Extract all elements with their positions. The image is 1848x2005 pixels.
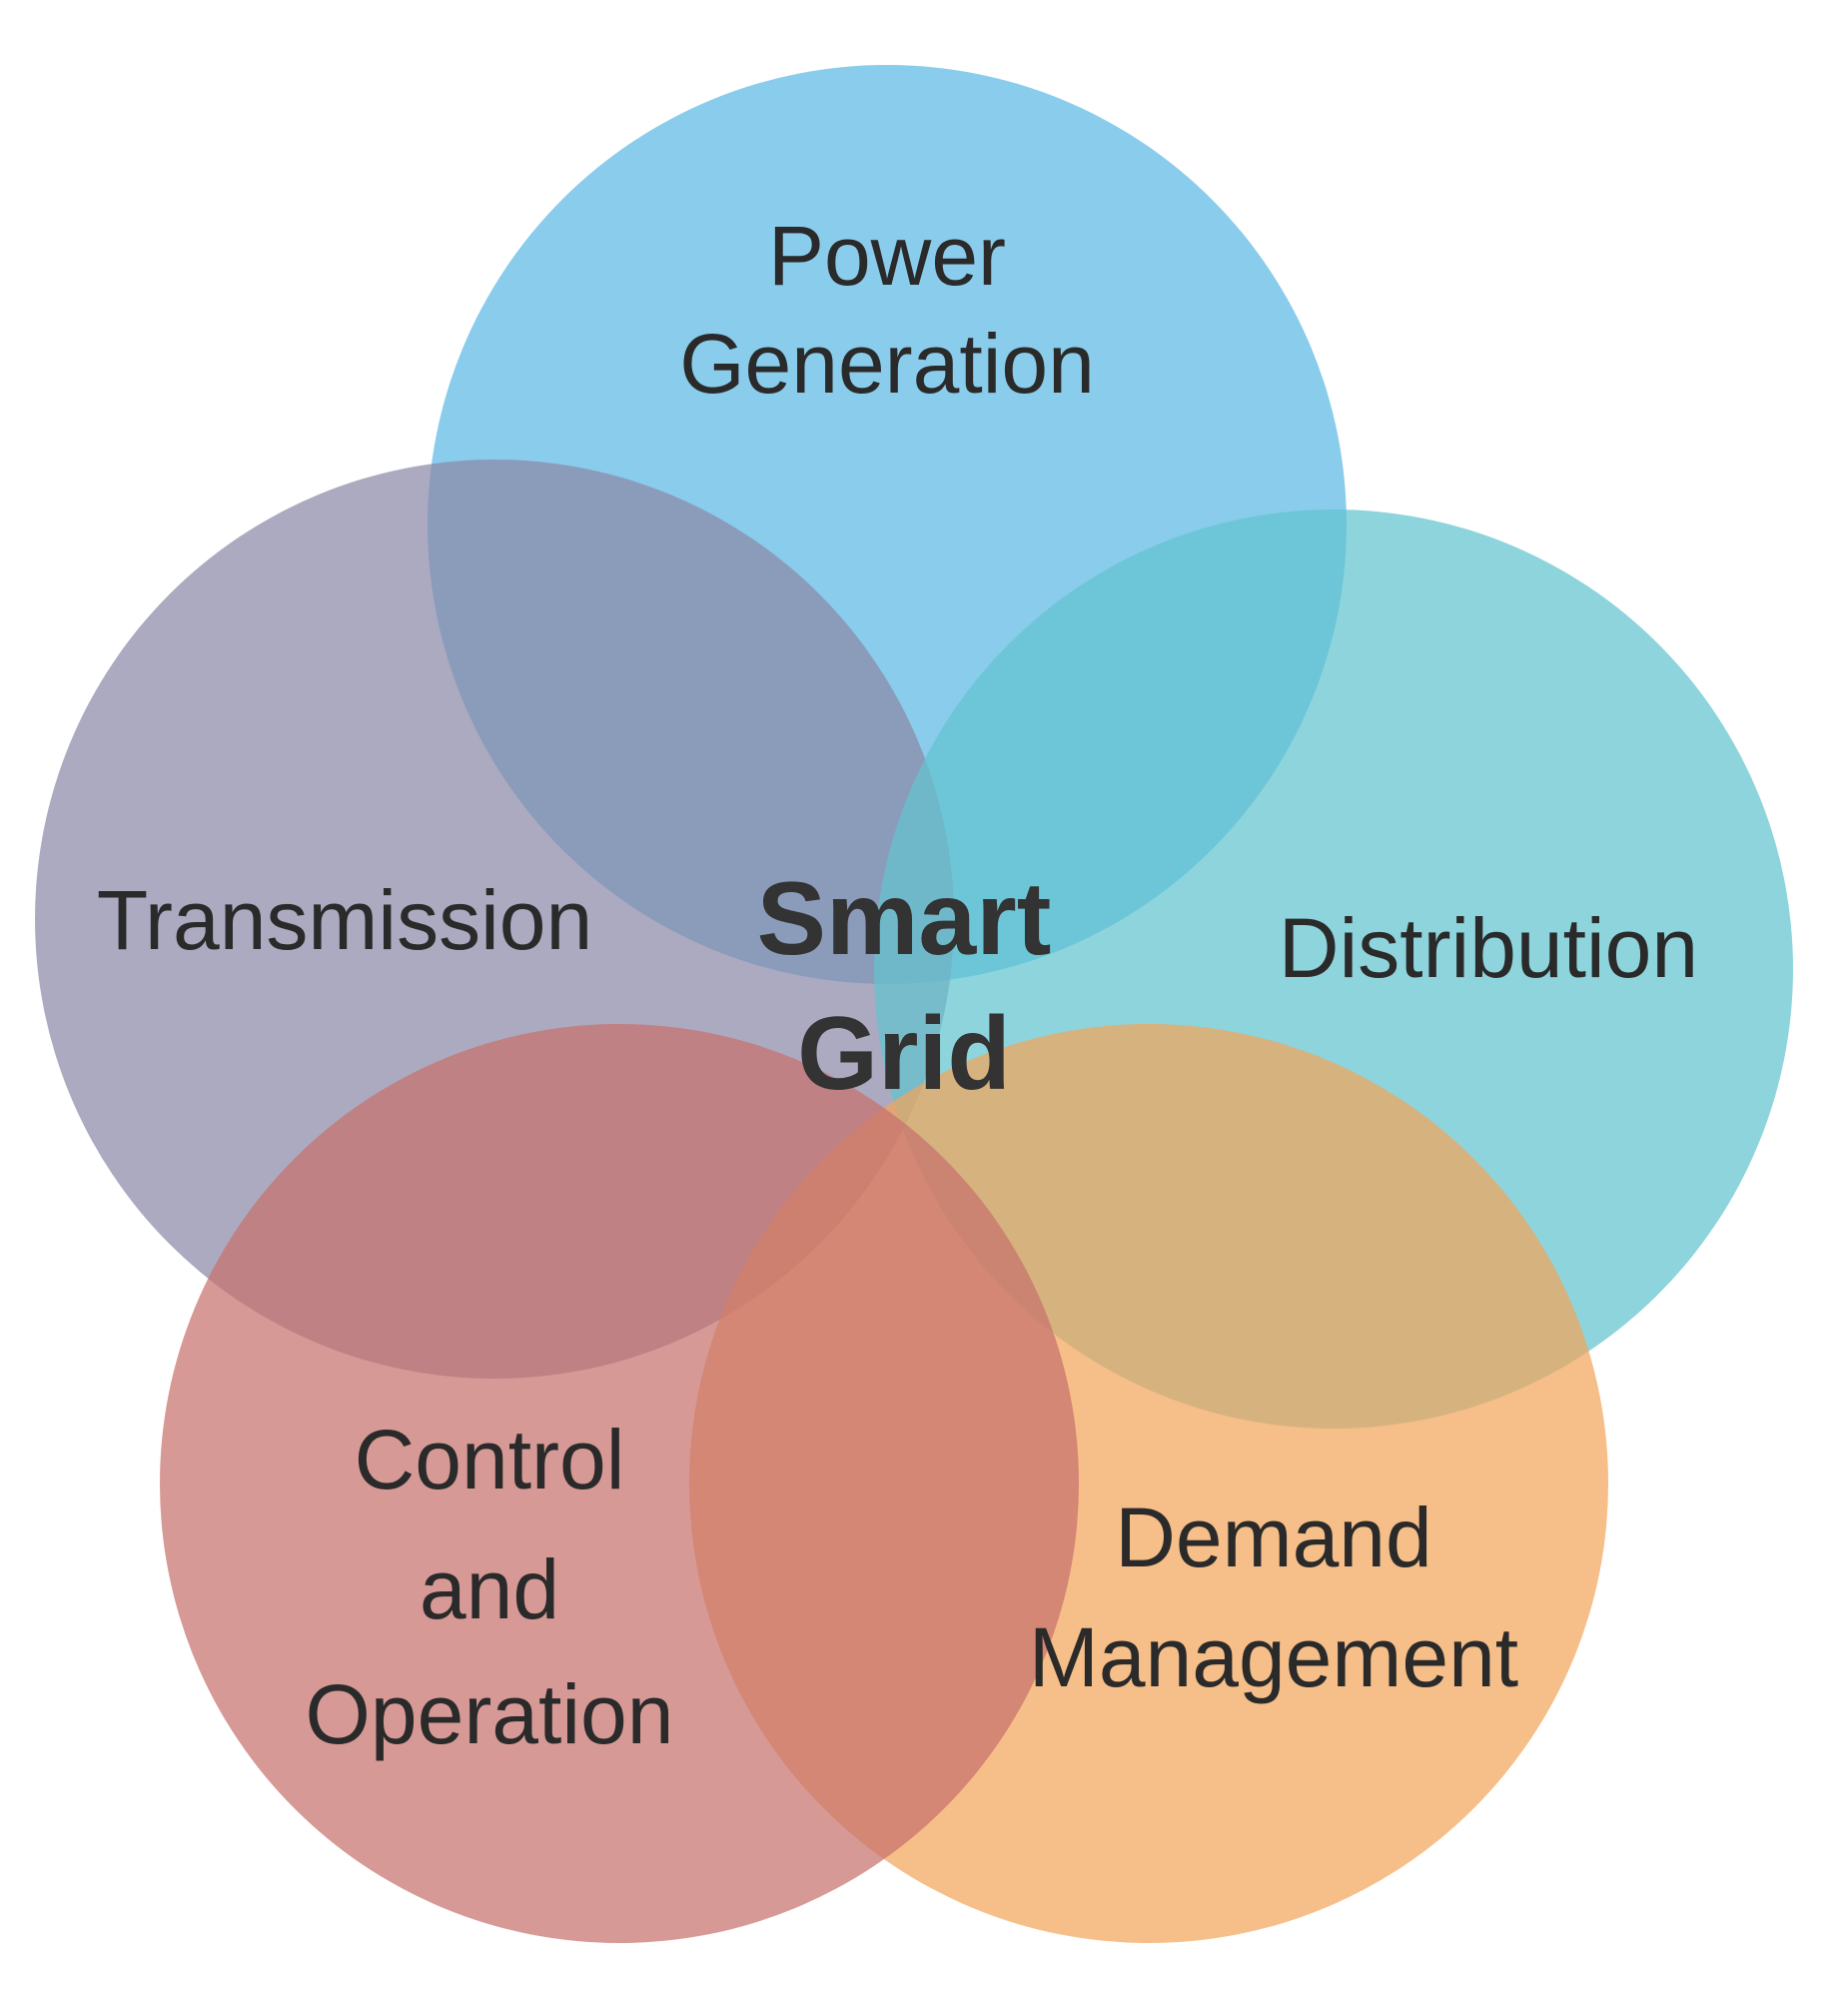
label-control-operation: Control and Operation (306, 1413, 674, 1761)
center-label: Smart Grid (757, 861, 1052, 1112)
label-power-generation-line2: Generation (679, 317, 1095, 411)
label-control-operation-line2: and (420, 1542, 559, 1636)
center-label-line1: Smart (757, 861, 1052, 977)
label-power-generation: Power Generation (679, 209, 1095, 411)
label-distribution: Distribution (1279, 901, 1698, 995)
label-demand-management-line2: Management (1029, 1610, 1518, 1704)
label-demand-management-line1: Demand (1115, 1491, 1432, 1584)
circle-control-operation (160, 1024, 1079, 1943)
label-transmission: Transmission (97, 873, 592, 967)
label-power-generation-line1: Power (768, 209, 1006, 303)
label-distribution-line1: Distribution (1279, 901, 1698, 995)
label-control-operation-line3: Operation (306, 1667, 674, 1761)
label-transmission-line1: Transmission (97, 873, 592, 967)
label-control-operation-line1: Control (355, 1413, 625, 1506)
center-label-line2: Grid (797, 996, 1011, 1112)
label-demand-management: Demand Management (1029, 1491, 1518, 1704)
